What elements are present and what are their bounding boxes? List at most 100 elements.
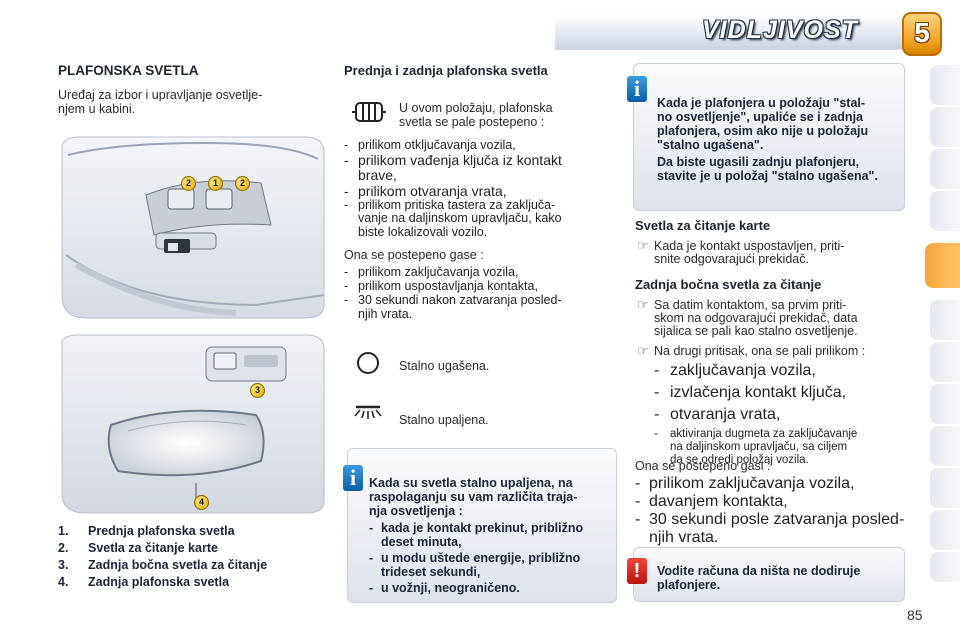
dash [369, 565, 381, 579]
side-tab-7[interactable] [930, 342, 960, 382]
door-text-2: svetla se pale postepeno : [399, 115, 545, 129]
legend-item: 2. Svetla za čitanje karte [58, 540, 267, 557]
legend-text: Zadnja plafonska svetla [88, 575, 230, 589]
item-text: u vožnji, neograničeno. [381, 581, 520, 595]
legend-item: 1. Prednja plafonska svetla [58, 523, 267, 540]
info-line: raspolaganju su vam različita traja- [369, 490, 578, 504]
rear-lamp-illustration [56, 333, 329, 515]
dash: - [369, 521, 374, 535]
side-tab-9[interactable] [930, 426, 960, 466]
list-item: -30 sekundi posle zatvaranja posled- [635, 511, 904, 529]
item-text: 30 sekundi posle zatvaranja posled- [649, 511, 905, 528]
always-off-icon [355, 350, 381, 376]
list-item: -30 sekundi nakon zatvaranja posled- [344, 293, 616, 307]
dash [344, 226, 358, 240]
dash: - [344, 279, 349, 293]
dash: - [344, 151, 349, 168]
section-title-plafonska: PLAFONSKA SVETLA [58, 63, 199, 78]
list-item: -izvlačenja kontakt ključa, [654, 384, 857, 402]
item-line: na daljinskom upravljaču, sa ciljem [670, 441, 848, 453]
info-line: nja osvetljenja : [369, 504, 463, 518]
side-tab-1[interactable] [930, 65, 960, 105]
list-item: njih vrata. [344, 307, 616, 321]
info-line: plafonjera, osim ako nije u položaju [657, 124, 869, 138]
dash: - [635, 511, 641, 528]
item-line: da se odredi položaj vozila. [670, 454, 809, 466]
rear-text-4: Na drugi pritisak, ona se pali prilikom … [654, 344, 866, 358]
list-item: brave, [344, 167, 616, 183]
list-item: -prilikom zaključavanja vozila, [635, 475, 904, 493]
dash: - [369, 581, 374, 595]
intro-line-2: njem u kabini. [58, 102, 136, 116]
chapter-badge: 5 [902, 12, 942, 56]
warning-line: Vodite računa da ništa ne dodiruje [657, 564, 861, 578]
dash [344, 168, 358, 183]
info-line: -u vožnji, neograničeno. [369, 581, 614, 595]
section-title-map: Svetla za čitanje karte [635, 218, 771, 233]
info-line: -u modu uštede energije, približno [369, 551, 614, 565]
legend-num: 2. [58, 541, 69, 555]
info-line: no osvetljenje", upaliće se i zadnja [657, 110, 863, 124]
item-text: trideset sekundi, [381, 565, 481, 579]
item-text: njih vrata. [649, 529, 719, 546]
dash: - [369, 551, 374, 565]
list-item: vanje na daljinskom upravljaču, kako [344, 211, 616, 226]
callout-4: 4 [194, 495, 209, 510]
info-line: Da biste ugasili zadnju plafonjeru, [657, 155, 860, 169]
intro-line-1: Uređaj za izbor i upravljanje osvetlje- [58, 88, 263, 102]
list-item: -prilikom uspostavljanja kontakta, [344, 279, 616, 293]
callout-2a: 2 [181, 176, 196, 191]
section-title-prednja: Prednja i zadnja plafonska svetla [344, 63, 548, 78]
side-tab-4[interactable] [930, 191, 960, 231]
info-box-rear-text: Kada je plafonjera u položaju "stal- no … [657, 96, 902, 183]
list-item: biste lokalizovali vozilo. [344, 225, 616, 240]
legend-text: Svetla za čitanje karte [88, 541, 218, 555]
legend-item: 4. Zadnja plafonska svetla [58, 574, 267, 591]
side-tab-6[interactable] [930, 300, 960, 340]
on-list: -prilikom otključavanja vozila, -priliko… [344, 138, 616, 240]
info-line: trideset sekundi, [369, 565, 614, 579]
list-item: -zaključavanja vozila, [654, 362, 857, 380]
list-item: -prilikom vađenja ključa iz kontakt [344, 151, 616, 168]
info-line: deset minuta, [369, 535, 614, 549]
map-text-1: Kada je kontakt uspostavljen, priti- [654, 239, 845, 253]
callout-1: 1 [208, 176, 223, 191]
warning-line: plafonjere. [657, 578, 721, 592]
info-line: stavite je u položaj "stalno ugašena". [657, 169, 878, 183]
side-tab-11[interactable] [930, 510, 960, 550]
info-line: -kada je kontakt prekinut, približno [369, 521, 614, 535]
dash: - [635, 475, 641, 492]
info-box-durations [347, 448, 617, 603]
warning-icon: ! [627, 558, 647, 584]
legend-num: 4. [58, 575, 69, 589]
section-title-rear: Zadnja bočna svetla za čitanje [635, 277, 822, 292]
bullet-icon: ☞ [637, 343, 649, 358]
dash: - [344, 182, 349, 199]
side-tab-3[interactable] [930, 149, 960, 189]
rear-text-3: sijalica se pali kao stalno osvetljenje. [654, 324, 858, 338]
side-tab-12[interactable] [930, 552, 960, 582]
legend-text: Prednja plafonska svetla [88, 524, 235, 538]
side-tab-10[interactable] [930, 468, 960, 508]
bullet-icon: ☞ [637, 297, 649, 312]
side-tab-8[interactable] [930, 384, 960, 424]
info-icon: i [343, 465, 363, 491]
item-text: izvlačenja kontakt ključa, [670, 384, 847, 401]
dash: - [654, 428, 658, 440]
legend-num: 1. [58, 524, 69, 538]
item-text: davanjem kontakta, [649, 493, 788, 510]
side-tab-active[interactable] [925, 243, 960, 288]
info-line: "stalno ugašena". [657, 138, 764, 152]
always-on-icon [350, 402, 386, 430]
side-tab-2[interactable] [930, 107, 960, 147]
map-text-2: snite odgovarajući prekidač. [654, 252, 809, 266]
warning-text: Vodite računa da ništa ne dodiruje plafo… [657, 564, 860, 592]
dash: - [344, 197, 349, 212]
dash: - [344, 293, 349, 307]
list-item: -prilikom pritiska tastera za zaključa- [344, 197, 616, 213]
item-text: u modu uštede energije, približno [381, 551, 581, 565]
front-lamp-illustration [56, 135, 329, 320]
dash [369, 535, 381, 549]
